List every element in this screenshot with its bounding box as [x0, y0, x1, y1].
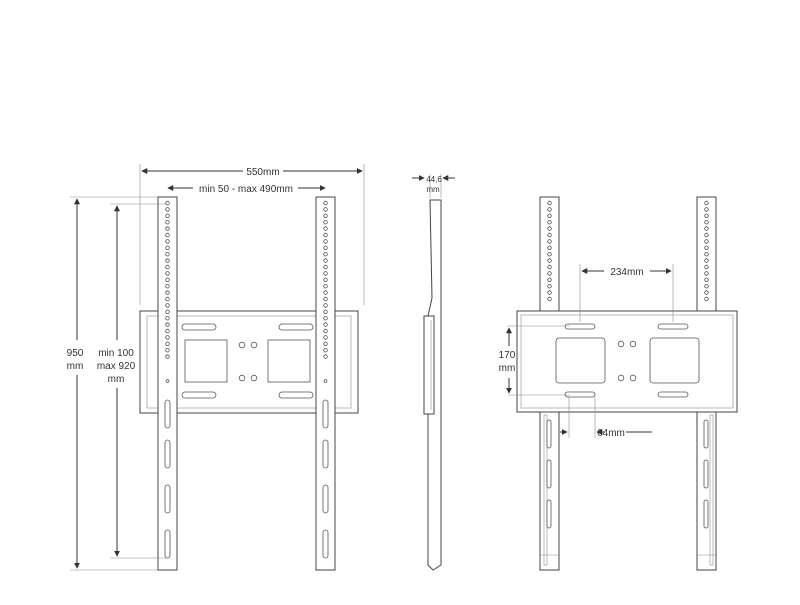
front-view: 550mm min 50 - max 490mm 950 mm min 100 …	[67, 164, 365, 571]
side-plate	[423, 315, 435, 415]
horizontal-spacing-label: 234mm	[610, 267, 643, 278]
dimension-width-range: min 50 - max 490mm	[167, 184, 326, 195]
vertical-spacing-unit: mm	[499, 363, 516, 374]
height-range-line1: min 100	[98, 348, 134, 359]
height-range-line2: max 920	[97, 361, 136, 372]
slot-width-label: 64mm	[597, 428, 625, 439]
dimension-height-range: min 100 max 920 mm	[97, 203, 166, 559]
rear-view: 234mm 170 mm 64mm	[499, 196, 738, 571]
vertical-spacing-label: 170	[499, 350, 516, 361]
dimension-depth: 44,6 mm	[412, 174, 455, 198]
height-label: 950	[67, 348, 84, 359]
dimension-width: 550mm	[139, 164, 365, 305]
dimension-slot-width: 64mm	[560, 397, 652, 439]
depth-unit-label: mm	[426, 185, 440, 194]
front-arm-right	[315, 196, 336, 571]
dimension-height: 950 mm	[67, 196, 158, 571]
width-label: 550mm	[246, 167, 279, 178]
dimension-horizontal-spacing: 234mm	[579, 264, 674, 322]
height-unit-label: mm	[67, 361, 84, 372]
dimension-vertical-spacing: 170 mm	[499, 325, 570, 396]
side-view: 44,6 mm	[412, 174, 455, 571]
height-range-line3: mm	[108, 374, 125, 385]
depth-label: 44,6	[426, 175, 442, 184]
width-range-label: min 50 - max 490mm	[199, 184, 293, 195]
front-arm-left	[157, 196, 178, 571]
